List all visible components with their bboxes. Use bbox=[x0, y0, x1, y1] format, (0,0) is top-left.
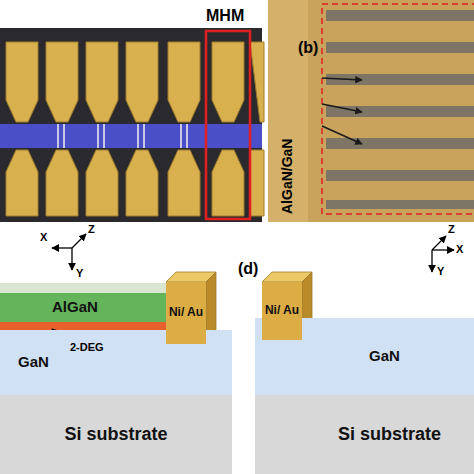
layer-callout: 2-DEG bbox=[70, 342, 104, 353]
axis-label: Y bbox=[76, 268, 83, 279]
layer-name: Si substrate bbox=[338, 425, 441, 445]
axis-label: Z bbox=[448, 224, 455, 235]
layer-name: Ni/ Au bbox=[169, 306, 203, 319]
cross-section-c bbox=[0, 234, 216, 345]
axis-label: X bbox=[40, 232, 47, 243]
panel-label: (b) bbox=[298, 40, 318, 56]
layer-name: GaN bbox=[18, 354, 49, 371]
device-photo bbox=[0, 28, 264, 222]
layer-name: AlGaN bbox=[52, 299, 98, 316]
substrate-layer: Si substrate bbox=[0, 395, 232, 474]
finger-micrograph bbox=[268, 0, 474, 222]
axis-label: Z bbox=[88, 224, 95, 235]
panel-label: MHM bbox=[206, 8, 244, 24]
axis-label: Y bbox=[437, 266, 444, 277]
layer-name: Si substrate bbox=[64, 425, 167, 445]
layer-name: GaN bbox=[369, 348, 400, 365]
panel-label: (d) bbox=[238, 261, 258, 277]
axis-label: X bbox=[456, 244, 463, 255]
contact-block: Ni/ Au bbox=[166, 282, 206, 344]
material-label: AlGaN/GaN bbox=[280, 139, 294, 214]
algan-layer: AlGaN bbox=[0, 293, 175, 322]
substrate-layer: Si substrate bbox=[255, 395, 474, 474]
contact-block: Ni/ Au bbox=[262, 282, 302, 340]
layer-name: Ni/ Au bbox=[265, 304, 299, 317]
